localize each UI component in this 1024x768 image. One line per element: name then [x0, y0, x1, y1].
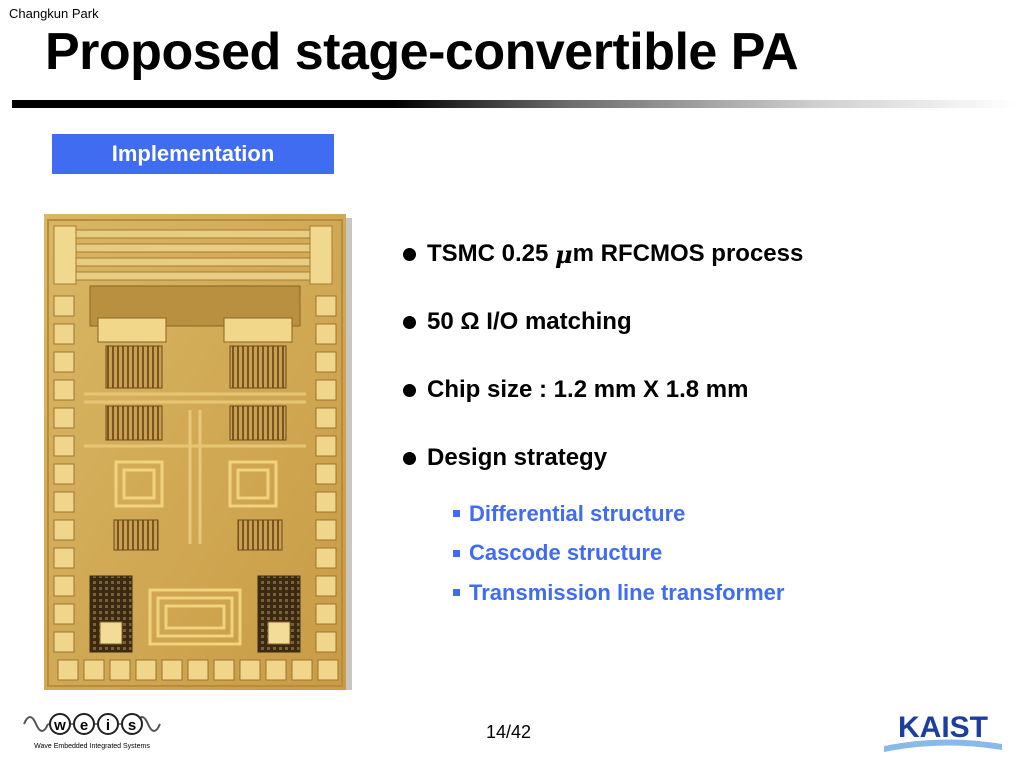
kaist-wordmark: KAIST	[898, 711, 988, 744]
sub-bullet-item: Cascode structure	[453, 534, 1003, 574]
weis-letter: i	[106, 717, 110, 734]
bullet-list: TSMC 0.25 μ m RFCMOS process 50 Ω I/O ma…	[403, 220, 1003, 613]
title-underline	[12, 100, 1016, 108]
author-label: Changkun Park	[9, 6, 99, 21]
bullet-dot-icon	[403, 451, 416, 465]
sub-bullet-text: Cascode structure	[469, 540, 663, 566]
section-tag-label: Implementation	[111, 141, 275, 166]
square-bullet-icon	[453, 589, 460, 597]
bullet-design-strategy: Design strategy	[403, 424, 1003, 492]
sub-bullet-text: Transmission line transformer	[469, 579, 785, 605]
weis-letter: w	[53, 717, 66, 734]
bullet-dot-icon	[403, 315, 416, 329]
sub-bullet-text: Differential structure	[469, 500, 686, 526]
design-strategy-text: Design strategy	[427, 444, 608, 471]
bullet-dot-icon	[403, 247, 416, 261]
mu-symbol: μ	[555, 239, 573, 269]
process-prefix: TSMC 0.25	[427, 240, 556, 267]
chip-micrograph-image	[44, 214, 352, 690]
slide-title: Proposed stage-convertible PA	[45, 23, 799, 81]
weis-letter: e	[80, 717, 88, 734]
page-number: 14/42	[486, 722, 532, 742]
process-suffix: m RFCMOS process	[572, 240, 804, 267]
strategy-sublist: Differential structure Cascode structure…	[403, 494, 1003, 613]
sub-bullet-item: Transmission line transformer	[453, 573, 1003, 613]
square-bullet-icon	[453, 510, 460, 518]
matching-text: 50 Ω I/O matching	[427, 308, 632, 335]
square-bullet-icon	[453, 549, 460, 557]
kaist-logo: KAIST	[884, 711, 1002, 752]
chip-size-text: Chip size : 1.2 mm X 1.8 mm	[427, 376, 749, 403]
bullet-matching: 50 Ω I/O matching	[403, 288, 1003, 356]
weis-logo: w e i s Wave Embedded Integrated Systems	[23, 713, 161, 750]
bullet-dot-icon	[403, 383, 416, 397]
bullet-process: TSMC 0.25 μ m RFCMOS process	[403, 220, 1003, 288]
section-tag: Implementation	[52, 134, 334, 174]
weis-tagline: Wave Embedded Integrated Systems	[34, 743, 150, 750]
weis-letter: s	[128, 717, 136, 734]
sub-bullet-item: Differential structure	[453, 494, 1003, 534]
bullet-chip-size: Chip size : 1.2 mm X 1.8 mm	[403, 356, 1003, 424]
